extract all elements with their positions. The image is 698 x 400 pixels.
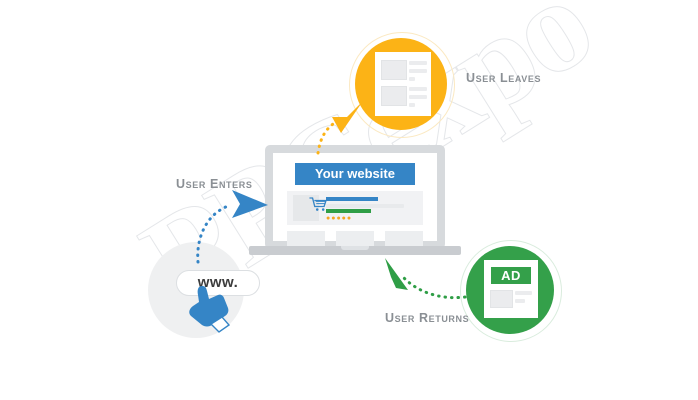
text-line [409,69,427,73]
text-line [409,61,427,65]
user-leaves-halo [349,32,455,138]
product-line-grey [326,204,404,208]
arrow-user-returns [385,258,467,300]
label-user-leaves: User Leaves [466,71,542,85]
website-tile [287,231,325,247]
label-user-enters: User Enters [176,177,253,191]
laptop-base [249,246,461,255]
label-user-returns: User Returns [385,311,470,325]
product-line-blue [326,197,378,201]
website-tile [336,231,374,247]
text-line [515,291,532,295]
product-line-green [326,209,371,213]
address-bar-value: www. [197,274,239,291]
image-placeholder-icon [381,86,407,106]
ad-banner [489,265,533,286]
image-placeholder-icon [381,60,407,80]
text-line [409,103,415,107]
website-title: Your website [315,166,395,181]
website-tile [385,231,423,247]
laptop-illustration: Your website ●●●●● [249,145,461,260]
website-title-bar [295,163,415,185]
ad-banner-label: AD [501,268,521,283]
text-line [515,299,525,303]
text-line [409,77,415,81]
laptop-screen: Your website ●●●●● [273,153,437,247]
cart-thumbnail [293,195,319,221]
text-line [409,87,427,91]
text-line [409,95,427,99]
rating-stars: ●●●●● [326,215,353,222]
image-placeholder-icon [490,290,513,308]
laptop-notch [341,246,369,250]
article-card [375,52,431,116]
